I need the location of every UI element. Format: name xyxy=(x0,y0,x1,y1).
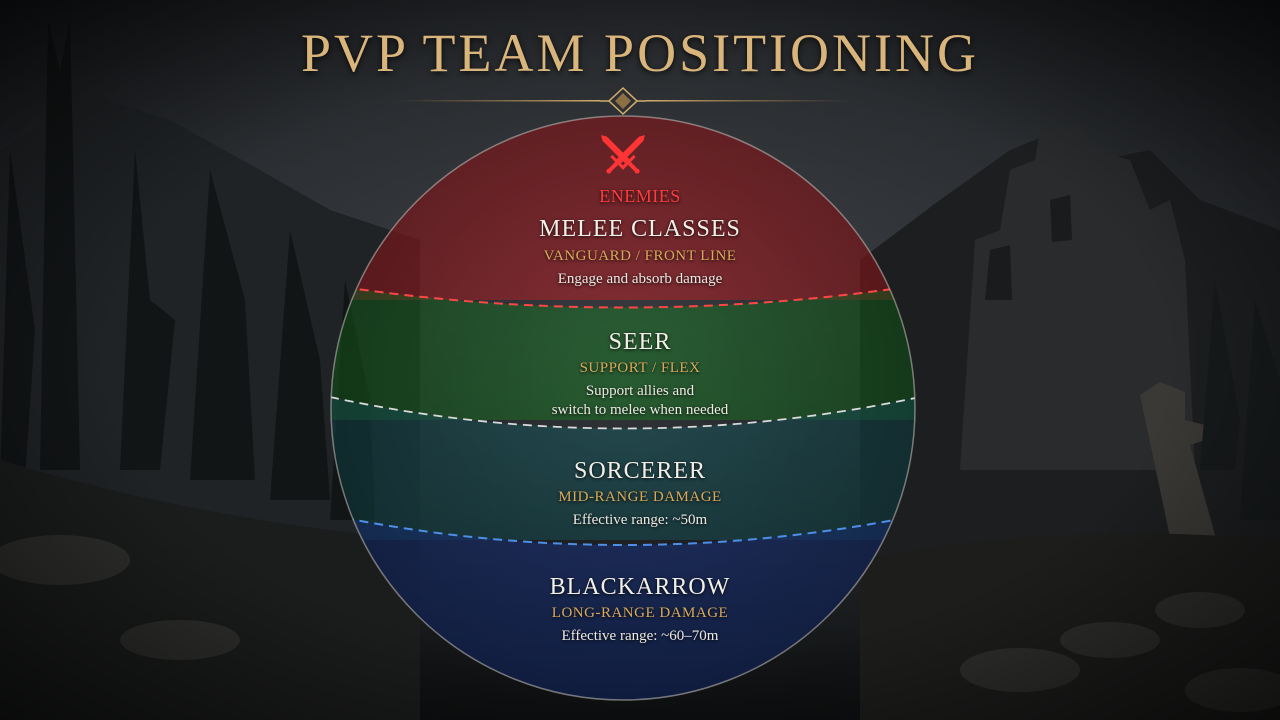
zone-melee-role: MELEE CLASSES xyxy=(539,216,741,242)
zone-melee-description: Engage and absorb damage xyxy=(557,271,723,287)
zone-seer-description-line-1: Support allies and xyxy=(585,383,695,399)
title-ornament xyxy=(395,86,851,116)
divider-sorcerer-blackarrow xyxy=(331,514,915,546)
diamond-emblem-icon xyxy=(600,86,646,116)
enemies-label: ENEMIES xyxy=(599,186,681,206)
divider-melee-seer xyxy=(331,284,915,309)
zone-seer-role: SEER xyxy=(608,329,672,355)
divider-seer-sorcerer xyxy=(331,396,915,430)
page-title: PVP TEAM POSITIONING xyxy=(300,23,980,83)
zone-seer-subtitle: SUPPORT / FLEX xyxy=(579,360,701,376)
zone-sorcerer-description: Effective range: ~50m xyxy=(572,512,708,528)
zone-seer-description-line-2: switch to melee when needed xyxy=(551,402,729,418)
zone-blackarrow-role: BLACKARROW xyxy=(549,574,731,600)
zone-blackarrow-description: Effective range: ~60–70m xyxy=(561,628,719,644)
zone-melee-subtitle: VANGUARD / FRONT LINE xyxy=(543,248,737,264)
zone-blackarrow-subtitle: LONG-RANGE DAMAGE xyxy=(551,605,729,621)
zone-sorcerer-subtitle: MID-RANGE DAMAGE xyxy=(558,489,722,505)
crossed-swords-icon xyxy=(601,135,645,174)
zone-sorcerer-role: SORCERER xyxy=(573,458,707,484)
